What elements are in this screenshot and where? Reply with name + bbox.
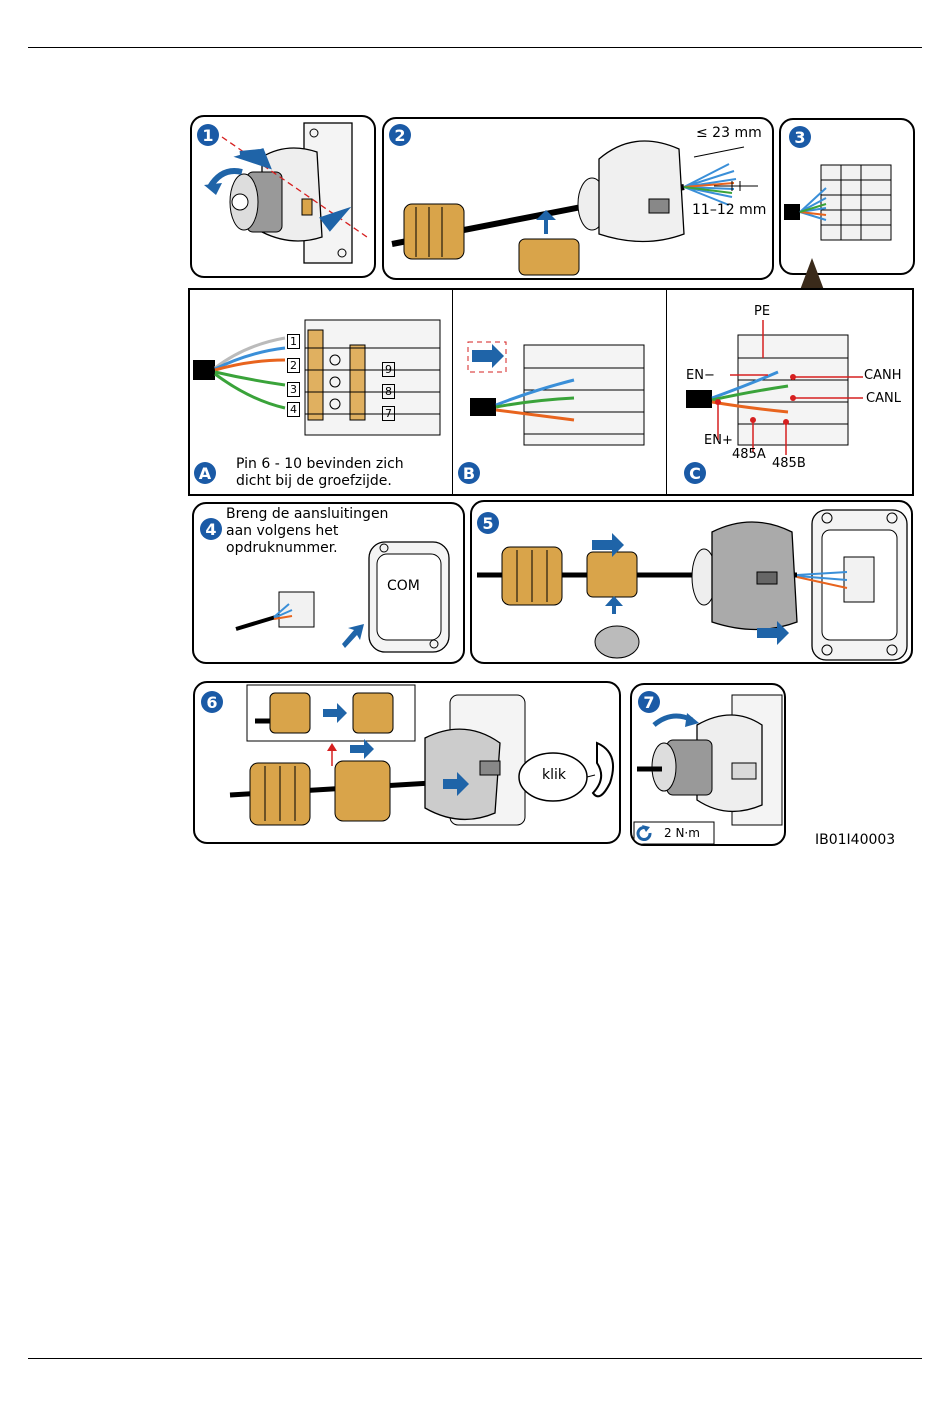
step4-note-line2: aan volgens het: [226, 523, 338, 540]
detail-b: B: [454, 290, 667, 494]
canh-label: CANH: [864, 368, 901, 383]
step-7-panel: 7 2 N·m: [630, 683, 786, 846]
pin-label-4: 4: [287, 402, 300, 417]
assemble-gland-illustration: [472, 502, 913, 664]
en-plus-label: EN+: [704, 433, 733, 448]
step-4-panel: 4 Breng de aansluitingen aan volgens het…: [192, 502, 465, 664]
document-id: IB01I40003: [815, 832, 895, 848]
485b-label: 485B: [772, 456, 806, 471]
header-rule: [28, 47, 922, 48]
step-letter-badge: A: [194, 462, 216, 484]
step-number-badge: 3: [789, 126, 811, 148]
pin-label-8: 8: [382, 384, 395, 399]
step4-note-line1: Breng de aansluitingen: [226, 506, 388, 523]
detail-a: 1 2 3 4 9 8 7 A Pin 6 - 10 bevinden zich…: [190, 290, 453, 494]
step-2-panel: 2 ≤ 23 mm 11–12 mm: [382, 117, 774, 280]
wire-strip-label: 11–12 mm: [692, 202, 766, 218]
step-number-badge: 5: [477, 512, 499, 534]
cable-strip-illustration: [384, 119, 774, 280]
torque-label: 2 N·m: [664, 826, 700, 840]
step-number-badge: 1: [197, 124, 219, 146]
step-5-panel: 5: [470, 500, 913, 664]
detail-c: PE EN− CANH CANL EN+ 485A 485B C: [668, 290, 912, 494]
com-port-label: COM: [387, 578, 420, 594]
en-minus-label: EN−: [686, 368, 715, 383]
click-sound-label: klik: [542, 767, 566, 783]
pin-label-1: 1: [287, 334, 300, 349]
pe-label: PE: [754, 304, 770, 319]
pin-note-line1: Pin 6 - 10 bevinden zich: [236, 456, 404, 473]
pin-label-2: 2: [287, 358, 300, 373]
gland-loosen-illustration: [192, 117, 376, 278]
step-3-panel: 3: [779, 118, 915, 275]
step-number-badge: 2: [389, 124, 411, 146]
tighten-gland-illustration: [195, 683, 621, 844]
step-letter-badge: C: [684, 462, 706, 484]
pin-note-line2: dicht bij de groefzijde.: [236, 473, 392, 490]
485a-label: 485A: [732, 447, 766, 462]
pin-label-3: 3: [287, 382, 300, 397]
pin-label-9: 9: [382, 362, 395, 377]
pin-label-7: 7: [382, 406, 395, 421]
insert-wires-illustration: [454, 290, 667, 494]
step-letter-badge: B: [458, 462, 480, 484]
step-6-panel: 6 klik: [193, 681, 621, 844]
canl-label: CANL: [866, 391, 901, 406]
footer-rule: [28, 1358, 922, 1359]
step-number-badge: 4: [200, 518, 222, 540]
step-number-badge: 7: [638, 691, 660, 713]
step-1-panel: 1: [190, 115, 376, 278]
strip-length-label: ≤ 23 mm: [696, 125, 762, 141]
step-number-badge: 6: [201, 691, 223, 713]
step4-note-line3: opdruknummer.: [226, 540, 338, 557]
